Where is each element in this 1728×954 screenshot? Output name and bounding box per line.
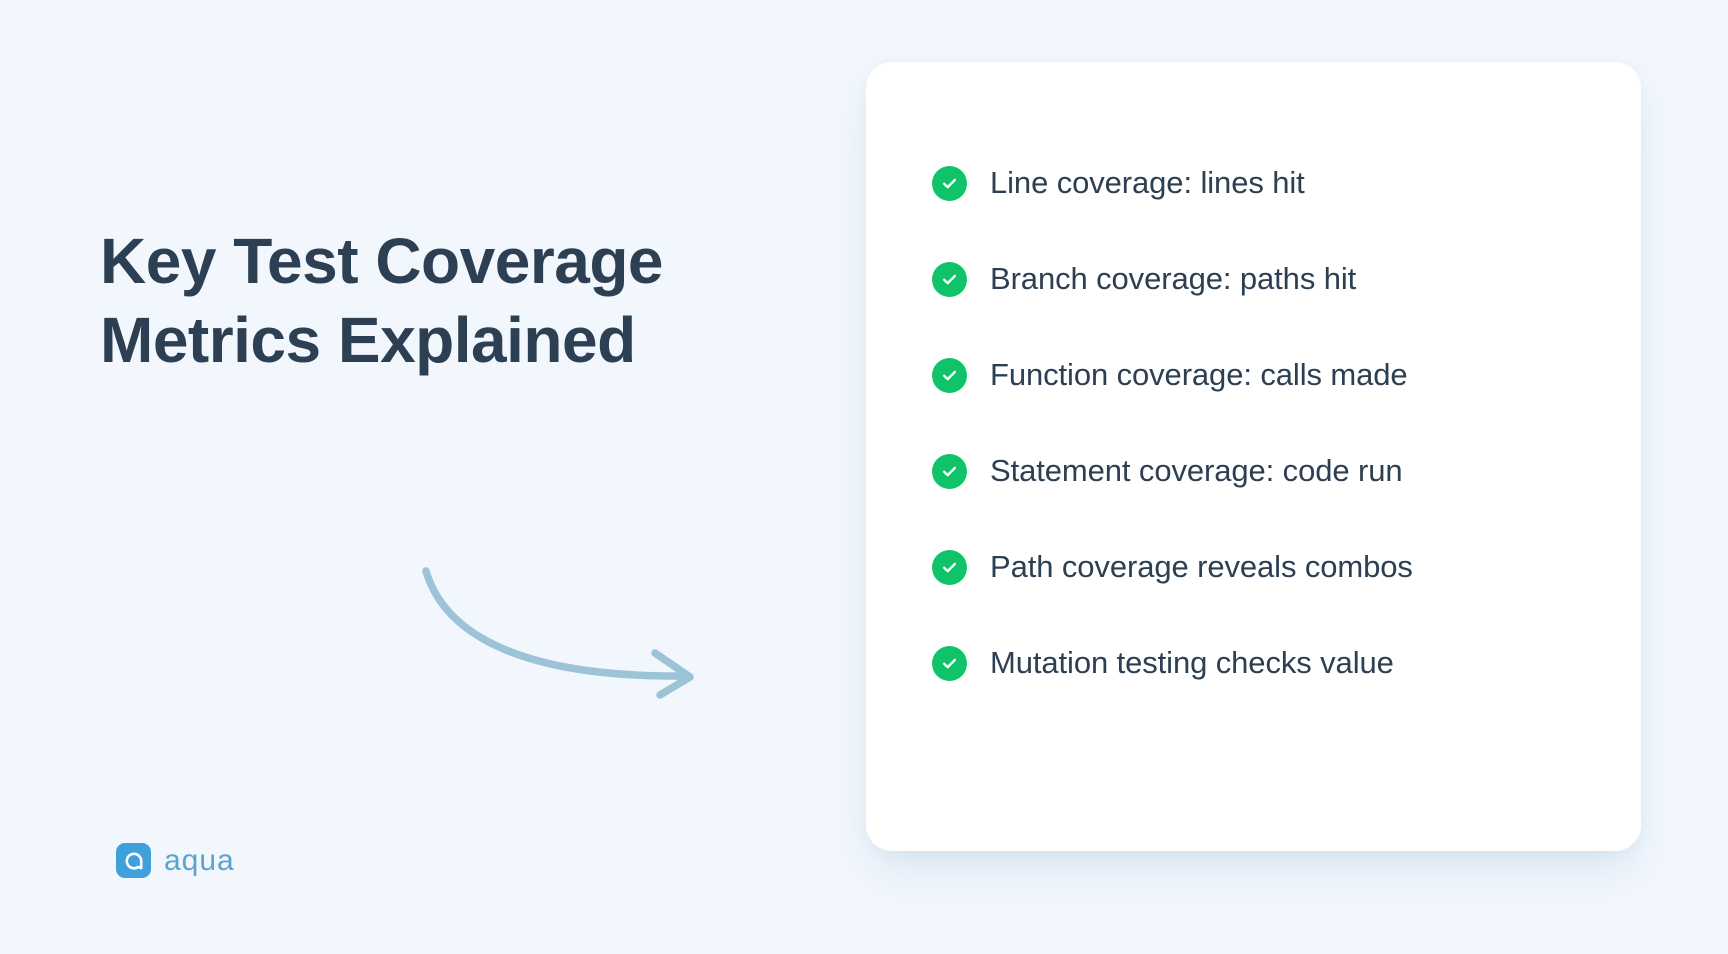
list-item: Statement coverage: code run — [932, 454, 1601, 489]
brand-logo: aqua — [116, 843, 235, 878]
check-circle-icon — [932, 454, 967, 489]
list-item: Mutation testing checks value — [932, 646, 1601, 681]
check-circle-icon — [932, 550, 967, 585]
list-item-label: Function coverage: calls made — [990, 357, 1408, 393]
aqua-logo-icon — [116, 843, 151, 878]
list-item-label: Branch coverage: paths hit — [990, 261, 1357, 297]
list-item: Function coverage: calls made — [932, 358, 1601, 393]
list-item: Line coverage: lines hit — [932, 166, 1601, 201]
list-item-label: Statement coverage: code run — [990, 453, 1403, 489]
check-circle-icon — [932, 646, 967, 681]
check-circle-icon — [932, 358, 967, 393]
coverage-metrics-list: Line coverage: lines hit Branch coverage… — [932, 166, 1601, 681]
list-item: Path coverage reveals combos — [932, 550, 1601, 585]
list-item: Branch coverage: paths hit — [932, 262, 1601, 297]
brand-wordmark: aqua — [164, 843, 235, 877]
check-circle-icon — [932, 262, 967, 297]
curved-arrow-icon — [420, 565, 720, 699]
check-circle-icon — [932, 166, 967, 201]
list-item-label: Path coverage reveals combos — [990, 549, 1413, 585]
metrics-card: Line coverage: lines hit Branch coverage… — [866, 62, 1641, 851]
page-title: Key Test Coverage Metrics Explained — [100, 225, 664, 377]
list-item-label: Mutation testing checks value — [990, 645, 1394, 681]
list-item-label: Line coverage: lines hit — [990, 165, 1305, 201]
